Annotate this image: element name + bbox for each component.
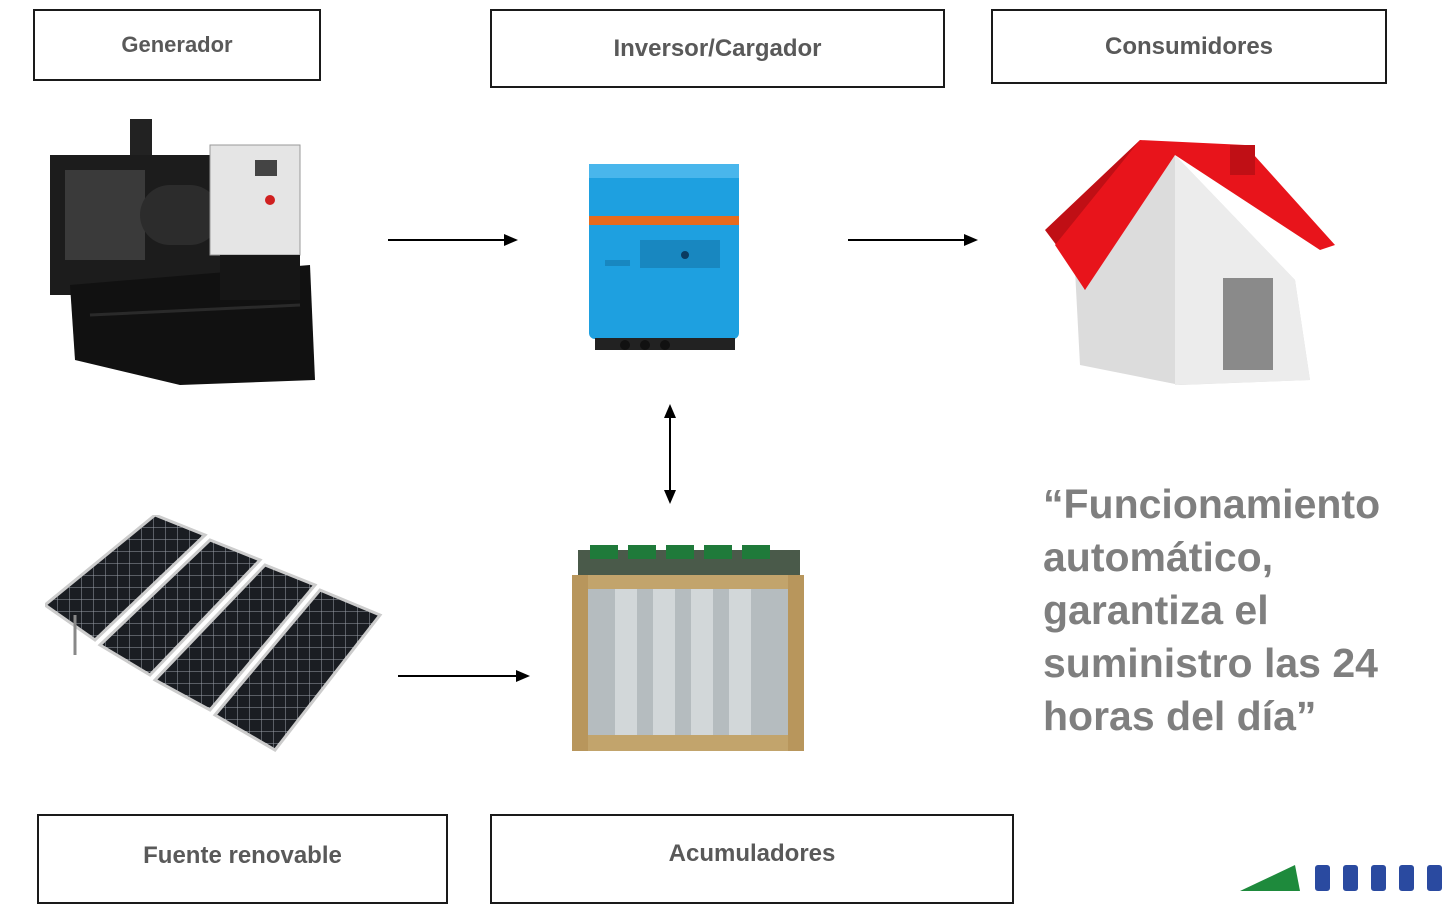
arrow-inverter-batteries-bidirectional xyxy=(664,404,676,504)
house-icon xyxy=(1045,140,1335,385)
generator-icon xyxy=(50,119,315,385)
inverter-label-box: Inversor/Cargador xyxy=(490,9,945,88)
arrow-inverter-to-consumers xyxy=(848,234,978,246)
consumers-label: Consumidores xyxy=(1104,32,1274,60)
renewable-label: Fuente renovable xyxy=(143,842,342,869)
generator-label: Generador xyxy=(121,32,233,57)
battery-bank-icon xyxy=(572,545,804,751)
renewable-label-box: Fuente renovable xyxy=(37,814,448,904)
generator-label-box: Generador xyxy=(33,9,321,81)
inverter-icon xyxy=(589,164,739,350)
consumers-label-box: Consumidores xyxy=(991,9,1387,84)
inverter-label: Inversor/Cargador xyxy=(613,34,822,62)
arrow-generator-to-inverter xyxy=(388,234,518,246)
batteries-label: Acumuladores xyxy=(668,840,836,867)
logo-icon xyxy=(1240,865,1442,891)
solar-panel-icon xyxy=(45,515,383,752)
quote-text: “Funcionamiento automático, garantiza el… xyxy=(1043,481,1381,739)
arrow-renewable-to-batteries xyxy=(398,670,530,682)
